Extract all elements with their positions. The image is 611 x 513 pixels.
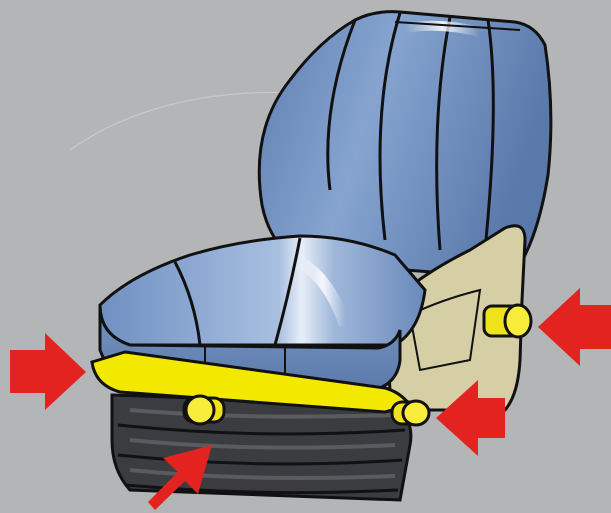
arrow-left-icon <box>10 333 86 410</box>
arrow-right-icon <box>538 288 611 366</box>
adjustment-knob-side <box>484 305 531 337</box>
adjustment-knob-front <box>184 396 224 424</box>
adjustment-knob-rear <box>392 401 429 425</box>
